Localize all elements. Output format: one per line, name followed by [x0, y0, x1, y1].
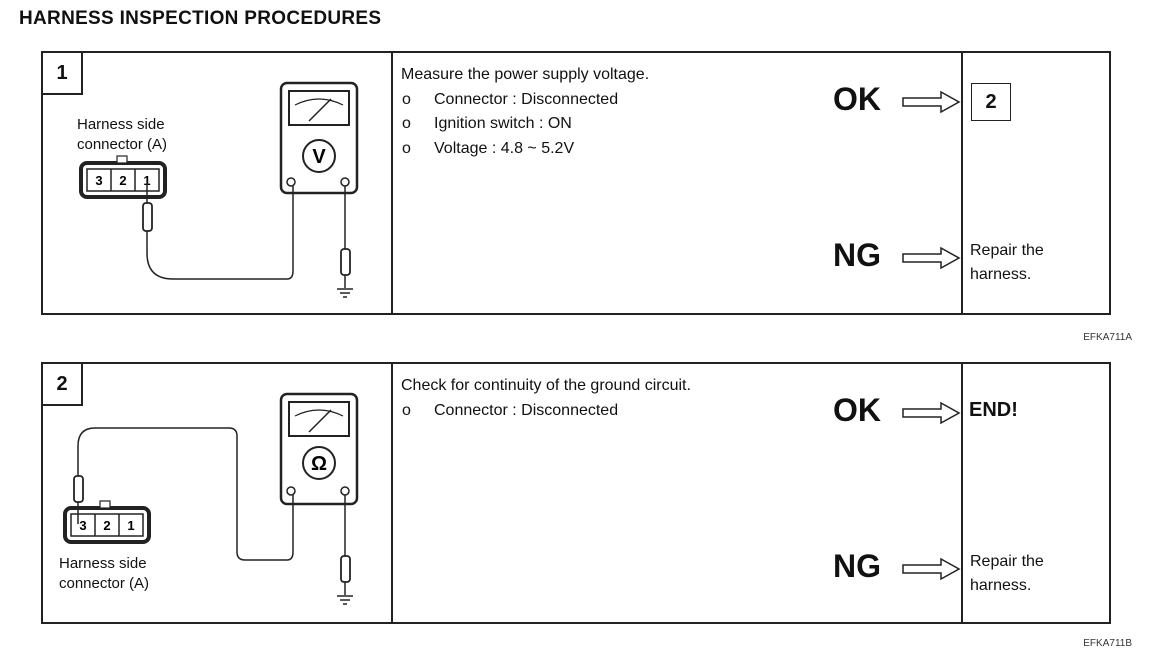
multimeter-icon [279, 81, 359, 195]
end-label: END! [969, 399, 1018, 421]
connector-label: Harness side connector (A) [59, 555, 150, 592]
probe-icon [142, 183, 294, 280]
column-divider [961, 53, 963, 313]
pin-label: 3 [79, 518, 86, 533]
ng-result: Repair the harness. [970, 553, 1044, 594]
connector-label: Harness side connector (A) [77, 116, 168, 153]
pin-label: 2 [103, 518, 110, 533]
column-divider [391, 364, 393, 622]
probe-icon [340, 186, 351, 288]
procedure-step-1: 1 Harness side connector (A) V 3 2 1 [41, 51, 1111, 315]
pin-label: 1 [127, 518, 134, 533]
hollow-arrow-icon [902, 401, 961, 425]
figure-code: EFKA711B [1083, 638, 1132, 649]
ground-icon [337, 288, 353, 298]
meter-symbol: V [312, 146, 326, 168]
pin-label: 3 [95, 173, 102, 188]
instruction-text: Check for continuity of the ground circu… [401, 374, 691, 423]
ok-label: OK [833, 392, 881, 428]
step-number-box: 1 [43, 53, 83, 95]
figure-code: EFKA711A [1083, 332, 1132, 343]
step-number-box: 2 [43, 364, 83, 406]
connector-icon [63, 500, 151, 544]
hollow-arrow-icon [902, 90, 961, 114]
harness-diagram: V 3 2 1 [79, 81, 359, 298]
probe-icon [73, 427, 294, 561]
column-divider [961, 364, 963, 622]
ng-result: Repair the harness. [970, 242, 1044, 283]
meter-symbol: Ω [311, 453, 327, 475]
hollow-arrow-icon [902, 557, 961, 581]
procedure-step-2: 2 Ω 3 2 1 [41, 362, 1111, 624]
pin-label: 1 [143, 173, 150, 188]
ng-label: NG [833, 237, 881, 273]
ground-icon [337, 595, 353, 605]
instruction-title: Measure the power supply voltage. [401, 66, 650, 83]
connector-icon [79, 155, 167, 199]
hollow-arrow-icon [902, 246, 961, 270]
page-title: HARNESS INSPECTION PROCEDURES [19, 8, 382, 29]
pin-label: 2 [119, 173, 126, 188]
probe-icon [340, 495, 351, 595]
instruction-title: Check for continuity of the ground circu… [401, 377, 691, 394]
next-step-box: 2 [971, 83, 1011, 121]
ng-label: NG [833, 548, 881, 584]
column-divider [391, 53, 393, 313]
harness-diagram: Ω 3 2 1 [63, 392, 359, 605]
ok-label: OK [833, 81, 881, 117]
multimeter-icon [279, 392, 359, 506]
